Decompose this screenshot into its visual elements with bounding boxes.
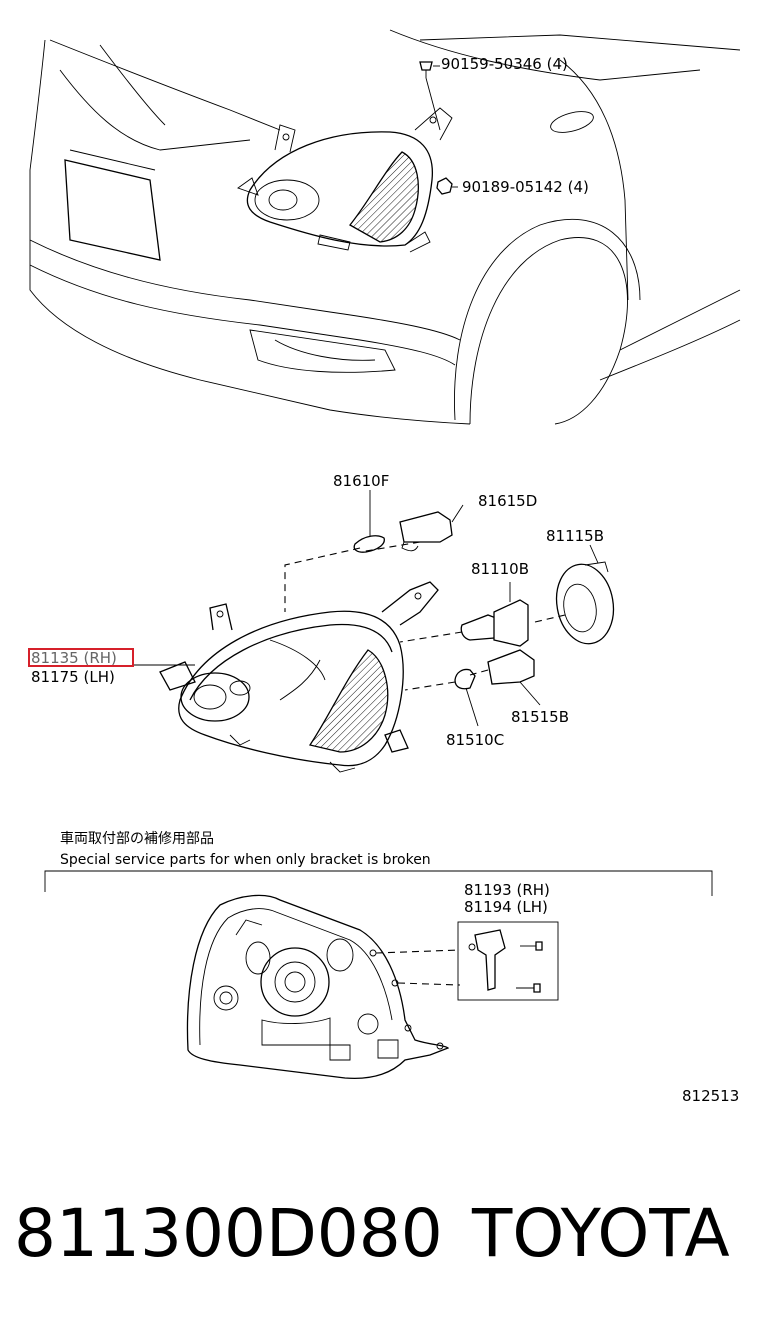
service-note-jp: 車両取付部の補修用部品 [60, 830, 214, 847]
bracket-kit-illustration [468, 929, 543, 993]
headlamp-rear-illustration [186, 894, 461, 1080]
vehicle-front-illustration [29, 29, 741, 425]
bracket-rh-label: 81193 (RH) [464, 881, 550, 899]
bracket-kit-box [457, 921, 559, 1001]
headlamp-lh-label: 81175 (LH) [31, 668, 115, 686]
footer-brand: TOYOTA [471, 1195, 730, 1272]
figure-id: 812513 [682, 1087, 739, 1105]
headlamp-exploded-illustration [133, 504, 615, 773]
part-label-81515b: 81515B [511, 708, 569, 726]
footer-part-number: 811300D080 [14, 1195, 443, 1272]
screw-icon [419, 61, 433, 78]
part-label-81115b: 81115B [546, 527, 604, 545]
headlamp-rh-callout[interactable]: 81135 (RH) [28, 648, 134, 667]
bracket-lh-label: 81194 (LH) [464, 898, 548, 916]
part-label-81615d: 81615D [478, 492, 537, 510]
headlamp-rh-label: 81135 (RH) [31, 649, 117, 667]
service-note-en: Special service parts for when only brac… [60, 852, 431, 868]
service-bracket-frame [44, 870, 713, 896]
fastener-label-2: 90189-05142 (4) [462, 178, 589, 196]
part-label-81610f: 81610F [333, 472, 389, 490]
fastener-label-1: 90159-50346 (4) [441, 55, 568, 73]
nut-icon [436, 177, 453, 195]
part-label-81110b: 81110B [471, 560, 529, 578]
part-label-81510c: 81510C [446, 731, 504, 749]
